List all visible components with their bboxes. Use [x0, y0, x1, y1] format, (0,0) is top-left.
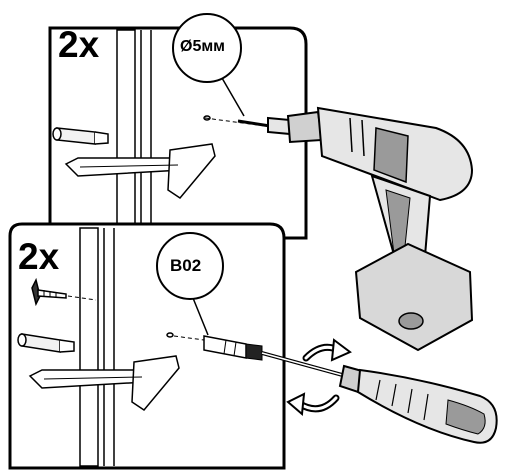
rotate-clockwise-arrow-icon [286, 338, 352, 417]
part-callout [156, 232, 224, 336]
dowel-icon [17, 333, 75, 353]
dowel-icon [52, 127, 109, 145]
screwdriver-icon [261, 351, 498, 444]
quantity-label-top: 2x [58, 24, 100, 65]
bracket-icon [64, 143, 216, 199]
panel-screw-post [79, 227, 115, 467]
drill-bit-size-label: Ø5мм [180, 38, 226, 55]
panel-drill-frame [48, 26, 308, 240]
wall-plug-icon [166, 332, 263, 361]
cordless-drill-icon [237, 106, 474, 352]
panel-screw-step [8, 222, 286, 470]
part-code-label: B02 [170, 256, 202, 275]
bracket-icon [28, 355, 180, 411]
drill-bit-callout [172, 13, 245, 117]
screw-icon [31, 277, 97, 307]
panel-drill-step [48, 13, 308, 240]
quantity-label-bottom: 2x [18, 236, 60, 277]
